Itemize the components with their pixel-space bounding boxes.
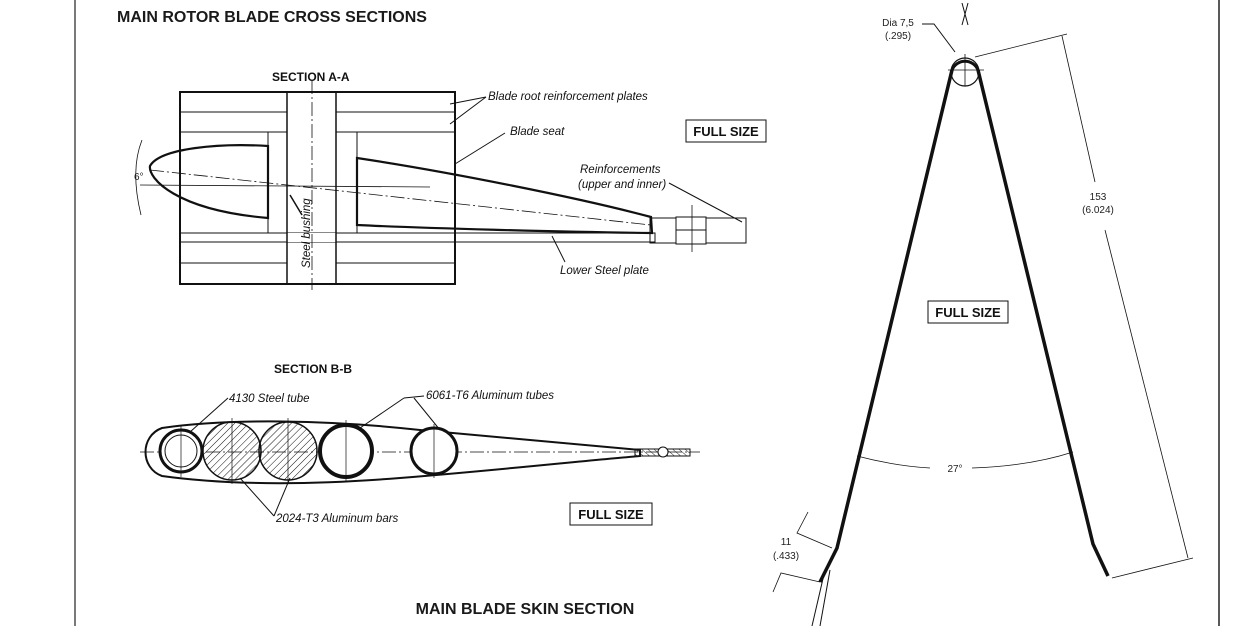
full-size-skin: FULL SIZE <box>935 305 1001 320</box>
full-size-a: FULL SIZE <box>693 124 759 139</box>
section-a-a: SECTION A-A <box>134 70 767 290</box>
skin-section: Dia 7,5 (.295) 153 (6.024) 27° 11 (.433)… <box>772 2 1194 626</box>
section-b-b: SECTION B-B 4130 Steel tube 6061-T6 Alum… <box>140 362 700 526</box>
tab-inch: (.433) <box>773 551 799 562</box>
length-value: 153 <box>1090 192 1107 203</box>
callout-aluminum-tubes: 6061-T6 Aluminum tubes <box>426 390 554 402</box>
length-inch: (6.024) <box>1082 205 1114 216</box>
dia-value: Dia 7,5 <box>882 18 914 29</box>
callout-blade-seat: Blade seat <box>510 126 565 138</box>
section-b-label: SECTION B-B <box>274 362 352 376</box>
callout-steel-bushing: Steel bushing <box>301 198 313 268</box>
callout-lower-plate: Lower Steel plate <box>560 265 649 277</box>
callout-root-plates: Blade root reinforcement plates <box>488 91 648 103</box>
sheet-title: MAIN ROTOR BLADE CROSS SECTIONS <box>117 9 427 26</box>
callout-reinforcements: Reinforcements <box>580 164 661 176</box>
skin-section-title: MAIN BLADE SKIN SECTION <box>416 601 635 618</box>
full-size-b: FULL SIZE <box>578 507 644 522</box>
callout-aluminum-bars: 2024-T3 Aluminum bars <box>275 513 399 525</box>
callout-steel-tube: 4130 Steel tube <box>229 393 310 405</box>
angle-27: 27° <box>947 464 962 475</box>
section-a-label: SECTION A-A <box>272 70 350 84</box>
callout-reinforcements-sub: (upper and inner) <box>578 179 666 191</box>
angle-6: 6° <box>134 172 144 183</box>
tab-value: 11 <box>781 537 792 548</box>
dia-inch: (.295) <box>885 31 911 42</box>
